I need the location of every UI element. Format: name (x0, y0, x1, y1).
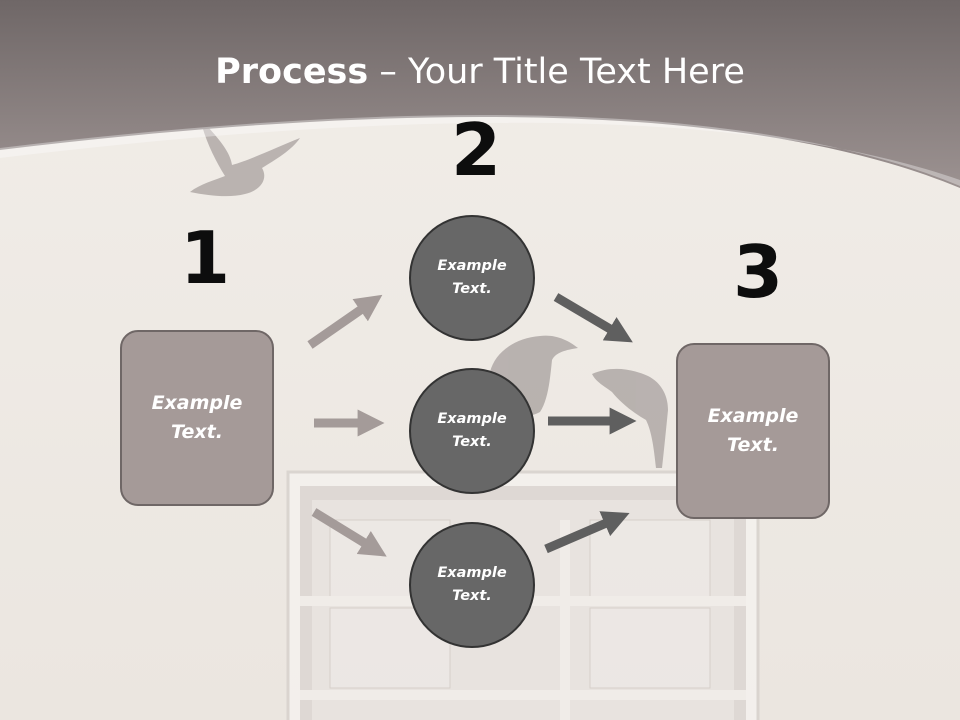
arrow-to-circle-3 (311, 508, 387, 557)
step-number-3: 3 (733, 230, 784, 314)
step-2-circle-bottom: Example Text. (409, 522, 535, 648)
step-number-1: 1 (180, 216, 231, 300)
arrow-from-circle-3 (544, 511, 630, 554)
header-highlight (0, 114, 960, 186)
step-3-box: Example Text. (676, 343, 830, 519)
step-number-2: 2 (451, 108, 502, 192)
step-2-circle-top: Example Text. (409, 215, 535, 341)
arrow-to-circle-1 (307, 294, 383, 349)
arrow-from-circle-1 (553, 293, 633, 343)
header-band (0, 0, 960, 188)
step-1-box: Example Text. (120, 330, 274, 506)
step-2-circle-middle: Example Text. (409, 368, 535, 494)
title-bold: Process (215, 52, 369, 92)
title-rest: – Your Title Text Here (368, 52, 745, 92)
slide-title: Process – Your Title Text Here (0, 52, 960, 92)
